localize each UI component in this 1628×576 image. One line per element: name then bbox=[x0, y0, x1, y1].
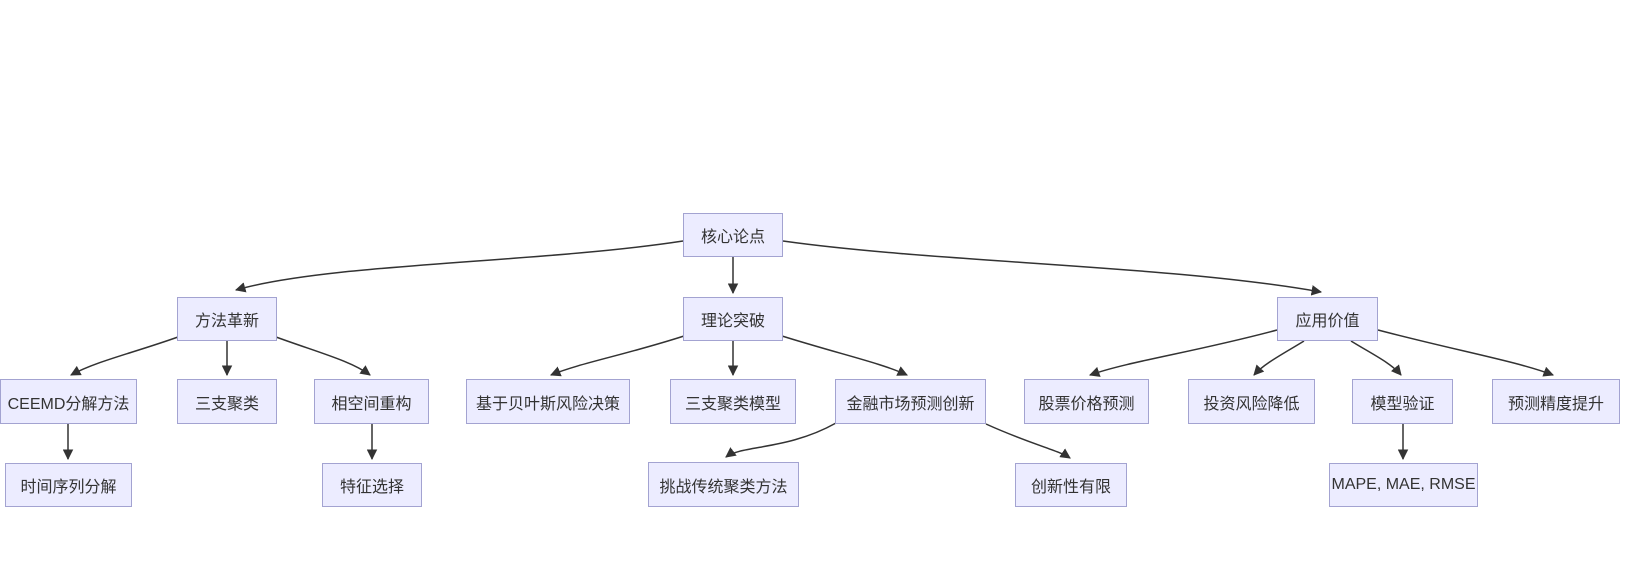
node-ceemd-decomposition: CEEMD分解方法 bbox=[0, 379, 137, 424]
node-label: 方法革新 bbox=[194, 313, 259, 330]
node-label: 金融市场预测创新 bbox=[846, 395, 975, 413]
edge-finance-limited bbox=[985, 423, 1071, 459]
edge-value-validation bbox=[1350, 340, 1402, 376]
node-label: MAPE, MAE, RMSE bbox=[1331, 476, 1476, 493]
edge-value-precision bbox=[1377, 329, 1554, 377]
node-label: 应用价值 bbox=[1295, 313, 1360, 330]
edge-value-stock bbox=[1089, 329, 1278, 377]
node-core-thesis: 核心论点 bbox=[683, 213, 783, 257]
node-method-innovation: 方法革新 bbox=[177, 297, 277, 341]
edge-core-method bbox=[234, 240, 684, 293]
edge-finance-challenge bbox=[725, 422, 837, 458]
node-label: 模型验证 bbox=[1370, 395, 1435, 413]
edge-method-ceemd bbox=[70, 336, 179, 376]
node-challenge-traditional-clustering: 挑战传统聚类方法 bbox=[648, 462, 799, 507]
node-three-way-clustering: 三支聚类 bbox=[177, 379, 277, 424]
node-label: 基于贝叶斯风险决策 bbox=[475, 395, 620, 413]
node-label: 时间序列分解 bbox=[20, 479, 117, 496]
node-limited-novelty: 创新性有限 bbox=[1015, 463, 1127, 507]
node-error-metrics: MAPE, MAE, RMSE bbox=[1329, 463, 1478, 507]
node-label: 预测精度提升 bbox=[1507, 395, 1604, 413]
node-label: 三支聚类模型 bbox=[684, 395, 781, 413]
node-prediction-accuracy-improvement: 预测精度提升 bbox=[1492, 379, 1620, 424]
node-theory-breakthrough: 理论突破 bbox=[683, 297, 783, 341]
edge-method-phase bbox=[275, 336, 371, 376]
node-feature-selection: 特征选择 bbox=[322, 463, 422, 507]
edge-theory-bayes bbox=[550, 335, 685, 377]
node-label: 特征选择 bbox=[339, 479, 404, 496]
node-label: 挑战传统聚类方法 bbox=[659, 478, 788, 496]
edge-core-value bbox=[782, 240, 1323, 296]
node-bayesian-risk-decision: 基于贝叶斯风险决策 bbox=[466, 379, 630, 424]
edge-value-risk bbox=[1253, 340, 1305, 376]
node-time-series-decomposition: 时间序列分解 bbox=[5, 463, 132, 507]
node-label: 三支聚类 bbox=[194, 395, 259, 413]
node-label: 股票价格预测 bbox=[1038, 395, 1135, 413]
node-application-value: 应用价值 bbox=[1277, 297, 1378, 341]
edge-theory-finance bbox=[781, 335, 908, 376]
node-three-way-clustering-model: 三支聚类模型 bbox=[670, 379, 796, 424]
node-label: 创新性有限 bbox=[1030, 479, 1111, 496]
node-investment-risk-reduction: 投资风险降低 bbox=[1188, 379, 1315, 424]
node-model-validation: 模型验证 bbox=[1352, 379, 1453, 424]
node-label: 相空间重构 bbox=[331, 395, 412, 413]
node-label: CEEMD分解方法 bbox=[7, 395, 130, 413]
node-label: 核心论点 bbox=[700, 229, 765, 246]
node-financial-market-forecast-innovation: 金融市场预测创新 bbox=[835, 379, 986, 424]
node-phase-space-reconstruction: 相空间重构 bbox=[314, 379, 429, 424]
node-label: 投资风险降低 bbox=[1203, 395, 1300, 413]
node-label: 理论突破 bbox=[700, 313, 765, 330]
node-stock-price-prediction: 股票价格预测 bbox=[1024, 379, 1149, 424]
